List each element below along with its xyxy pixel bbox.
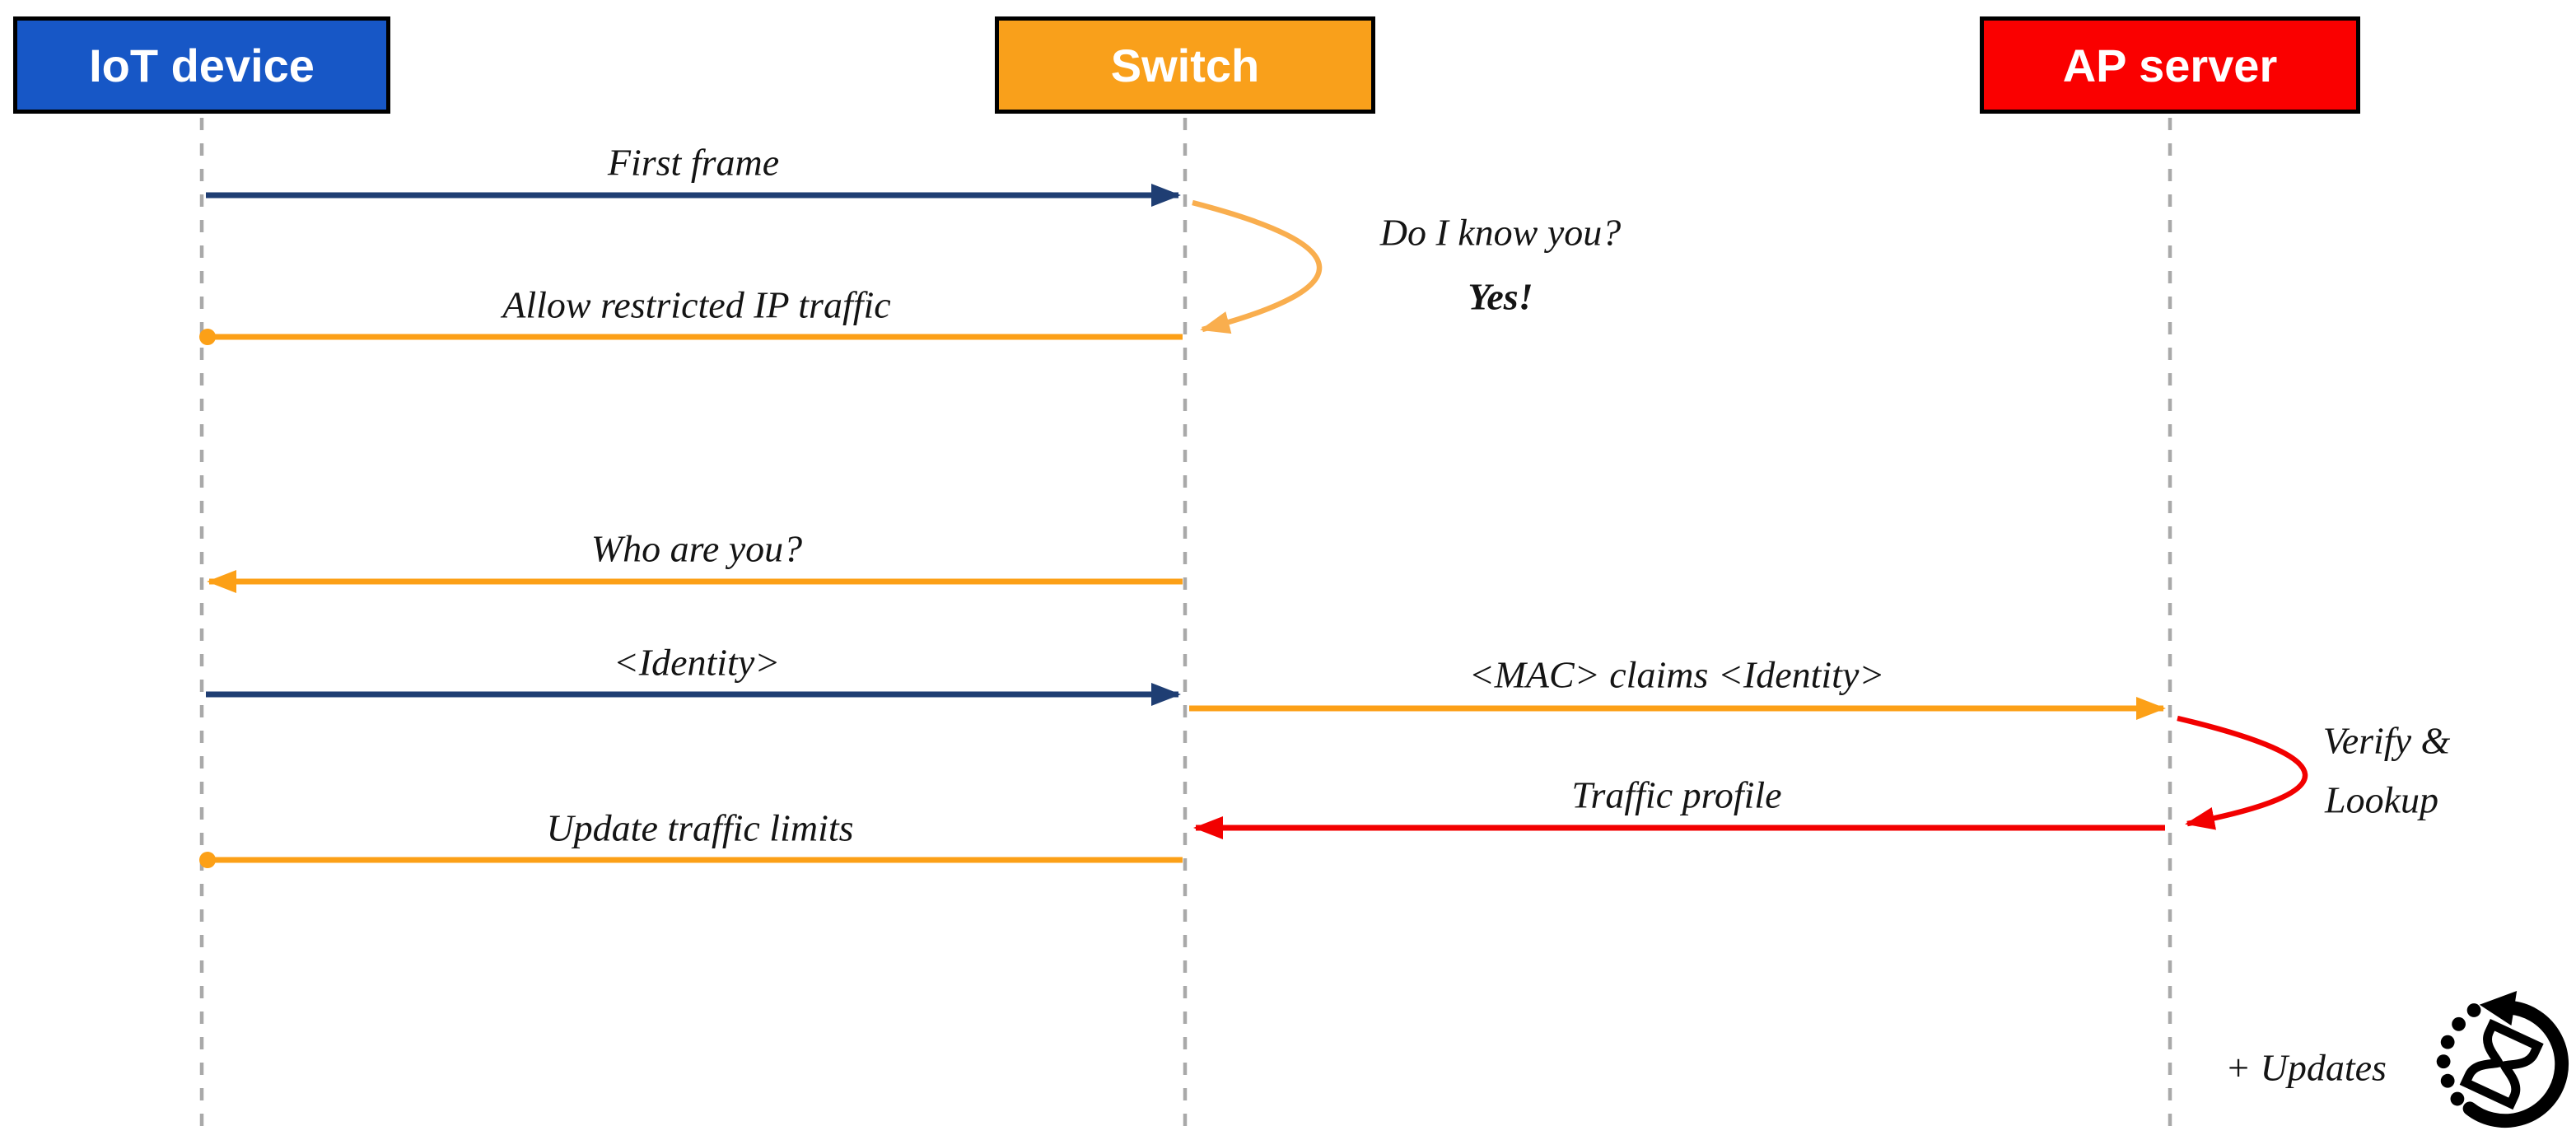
label-traffic-profile: Traffic profile [1571,773,1782,816]
label-who-are-you: Who are you? [590,527,803,570]
label-updates-note: + Updates [2225,1046,2387,1089]
label-identity: <Identity> [613,641,781,684]
actor-iot-device-label: IoT device [89,39,315,91]
label-mac-claims: <MAC> claims <Identity> [1468,653,1885,696]
actor-switch: Switch [995,16,1375,114]
actor-iot-device: IoT device [13,16,390,114]
label-yes: Yes! [1468,275,1533,318]
label-verify-line1: Verify & [2322,719,2451,762]
switch-selfcheck-loop-arrow [1192,199,1323,334]
actor-ap-server-label: AP server [2062,39,2278,91]
hourglass-cycle-icon [2431,991,2569,1129]
label-update-limits: Update traffic limits [546,806,854,849]
allow-restricted-endpoint-dot [199,329,216,345]
update-limits-endpoint-dot [199,852,216,868]
ap-verify-loop-arrow [2177,715,2308,830]
label-verify-line2: Lookup [2325,778,2438,821]
label-allow-restricted: Allow restricted IP traffic [502,283,891,326]
actor-ap-server: AP server [1980,16,2360,114]
label-first-frame: First frame [607,141,780,184]
actor-switch-label: Switch [1110,39,1260,91]
label-do-i-know-you: Do I know you? [1379,211,1622,254]
